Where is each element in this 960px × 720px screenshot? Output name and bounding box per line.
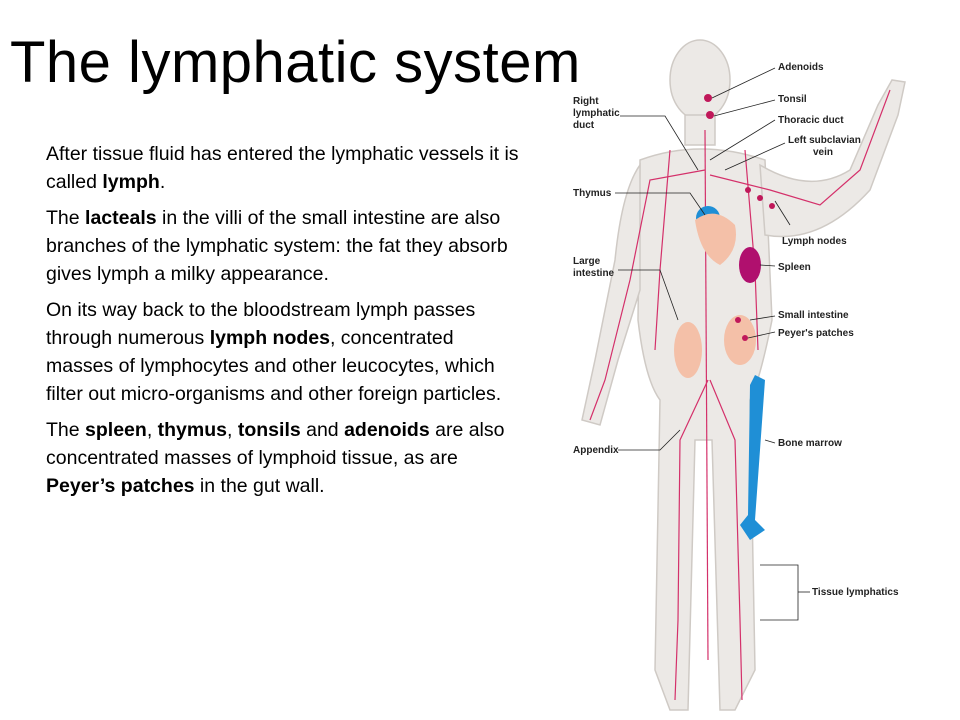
label-thoracic-duct: Thoracic duct: [778, 115, 844, 126]
paragraph-lymphoid-organs: The spleen, thymus, tonsils and adenoids…: [46, 419, 505, 497]
label-tonsil: Tonsil: [778, 94, 807, 105]
head: [669, 39, 731, 121]
label-small-intestine: Small intestine: [778, 310, 849, 321]
neck: [684, 114, 716, 146]
paragraph-lymph: After tissue fluid has entered the lymph…: [46, 143, 519, 193]
spleen-shape: [739, 247, 761, 283]
label-adenoids: Adenoids: [778, 62, 824, 73]
left-arm-vessel: [709, 89, 891, 206]
label-peyers-patches: Peyer's patches: [778, 328, 854, 339]
label-right-lymphatic-2: lymphatic: [573, 108, 620, 119]
label-appendix: Appendix: [573, 445, 619, 456]
label-lymph-nodes: Lymph nodes: [782, 236, 847, 247]
femur-bone-marrow-shape: [740, 375, 765, 540]
label-right-lymphatic-3: duct: [573, 120, 595, 131]
slide-title: The lymphatic system: [10, 30, 581, 95]
paragraph-lacteals: The lacteals in the villi of the small i…: [46, 207, 508, 285]
lymphatic-system-diagram: Adenoids Tonsil Thoracic duct Left subcl…: [573, 39, 906, 711]
paragraph-lymph-nodes: On its way back to the bloodstream lymph…: [46, 299, 502, 405]
right-arm: [581, 162, 641, 426]
label-large-intestine-1: Large: [573, 256, 601, 267]
label-thymus: Thymus: [573, 188, 612, 199]
label-left-subclavian-1: Left subclavian: [788, 135, 861, 146]
label-large-intestine-2: intestine: [573, 268, 615, 279]
heart-shape: [695, 213, 736, 265]
body-text: After tissue fluid has entered the lymph…: [46, 140, 526, 508]
small-intestine-shape: [724, 315, 756, 365]
lymph-nodes-markers: [704, 94, 775, 341]
label-left-subclavian-2: vein: [813, 147, 833, 158]
left-leg-vessel: [709, 379, 743, 701]
label-bone-marrow: Bone marrow: [778, 438, 842, 449]
label-spleen: Spleen: [778, 262, 811, 273]
label-tissue-lymphatics: Tissue lymphatics: [812, 587, 899, 598]
label-right-lymphatic-1: Right: [573, 96, 599, 107]
right-leg-vessel: [674, 379, 709, 701]
leader-lines: [615, 67, 810, 621]
large-intestine-shape: [674, 322, 702, 378]
